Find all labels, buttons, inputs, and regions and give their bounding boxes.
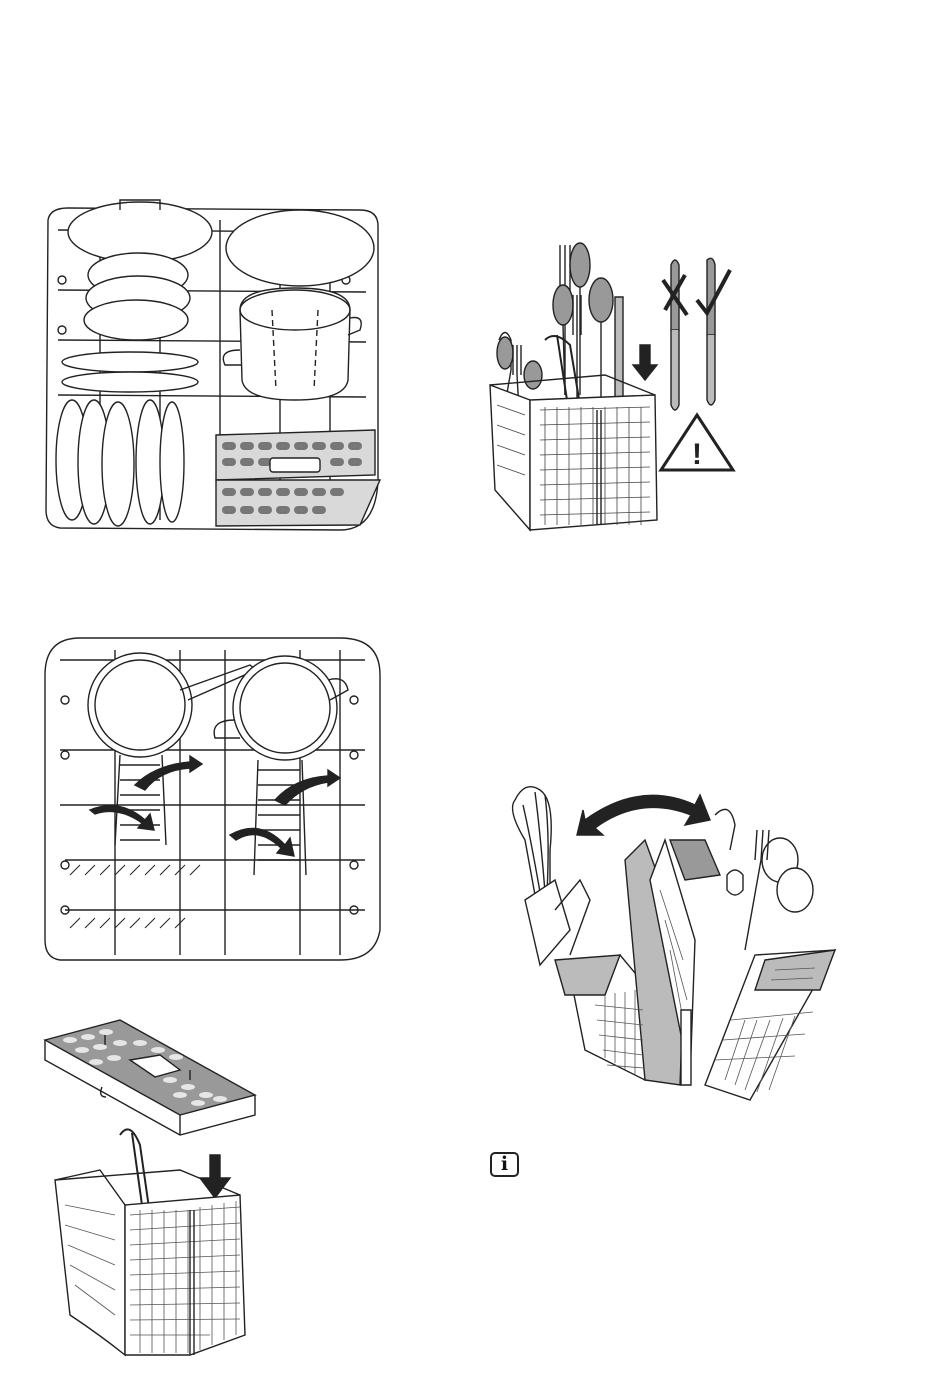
warning-mark: ! xyxy=(692,438,702,471)
upper-basket-figure xyxy=(40,190,390,540)
split-basket-icon xyxy=(495,780,845,1100)
cutlery-basket-icon: ! xyxy=(485,235,745,540)
dish-rack-icon xyxy=(40,190,390,540)
info-icon: i xyxy=(490,1152,519,1177)
cutlery-basket-loading-figure: ! xyxy=(485,235,745,540)
cutlery-grid-icon xyxy=(40,1015,265,1370)
cutlery-grid-insert-figure xyxy=(40,1015,265,1370)
cutlery-basket-split-figure xyxy=(495,780,845,1100)
pot-rack-icon xyxy=(40,630,390,965)
upper-basket-pots-figure xyxy=(40,630,390,965)
